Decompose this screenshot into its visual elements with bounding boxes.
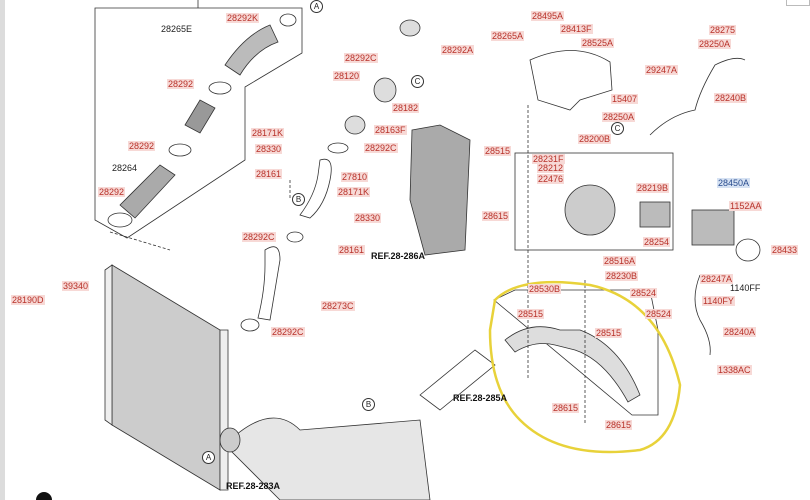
clamp bbox=[208, 81, 232, 95]
pipe-27810 bbox=[299, 158, 332, 219]
part-label[interactable]: 28330 bbox=[354, 213, 382, 223]
clamp bbox=[107, 212, 133, 228]
part-label[interactable]: 28247A bbox=[700, 274, 734, 284]
part-label[interactable]: 28413F bbox=[560, 24, 593, 34]
part-label[interactable]: 28292C bbox=[364, 143, 398, 153]
part-label[interactable]: 28515 bbox=[595, 328, 623, 338]
part-label: 1140FF bbox=[730, 283, 761, 293]
marker-b: B bbox=[362, 398, 375, 411]
logo-icon bbox=[36, 492, 52, 500]
heat-shield bbox=[529, 50, 613, 111]
charge-hose bbox=[257, 246, 281, 321]
intake-hose-upper bbox=[224, 24, 279, 76]
part-label[interactable]: 22476 bbox=[537, 174, 565, 184]
part-label[interactable]: 28515 bbox=[517, 309, 545, 319]
part-label[interactable]: 28292C bbox=[344, 53, 378, 63]
part-label[interactable]: 28250A bbox=[602, 112, 636, 122]
marker-c: C bbox=[411, 75, 424, 88]
turbo-group-frame bbox=[514, 152, 674, 251]
part-label[interactable]: 28219B bbox=[636, 183, 670, 193]
part-label[interactable]: 39340 bbox=[62, 281, 90, 291]
part-label[interactable]: 15407 bbox=[611, 94, 639, 104]
part-label[interactable]: 28163F bbox=[374, 125, 407, 135]
part-label[interactable]: 28200B bbox=[578, 134, 612, 144]
part-label[interactable]: 28171K bbox=[337, 187, 371, 197]
part-label[interactable]: 28254 bbox=[643, 237, 671, 247]
part-label: 28264 bbox=[112, 163, 138, 173]
part-label[interactable]: 28171K bbox=[251, 128, 285, 138]
marker-a: A bbox=[310, 0, 323, 13]
part-label[interactable]: 28292C bbox=[271, 327, 305, 337]
part-label: 28265E bbox=[161, 24, 193, 34]
hose-group-frame bbox=[94, 7, 303, 239]
window-edge bbox=[0, 0, 5, 500]
ref-label[interactable]: REF.28-286A bbox=[371, 251, 426, 261]
intake-manifold bbox=[224, 417, 431, 500]
part-label[interactable]: 28292 bbox=[128, 141, 156, 151]
part-label[interactable]: 27810 bbox=[341, 172, 369, 182]
part-label[interactable]: 28530B bbox=[528, 284, 562, 294]
turbocharger bbox=[564, 184, 616, 236]
part-label[interactable]: 28450A bbox=[717, 178, 751, 188]
part-label[interactable]: 1152AA bbox=[729, 201, 763, 211]
part-label[interactable]: 28240A bbox=[723, 327, 757, 337]
part-label[interactable]: 28525A bbox=[581, 38, 615, 48]
part-label[interactable]: 28515 bbox=[484, 146, 512, 156]
part-label[interactable]: 1140FY bbox=[702, 296, 735, 306]
part-label[interactable]: 28516A bbox=[603, 256, 637, 266]
part-label[interactable]: 28524 bbox=[645, 309, 673, 319]
part-label[interactable]: 28292K bbox=[226, 13, 260, 23]
part-label[interactable]: 28292 bbox=[167, 79, 195, 89]
part-label[interactable]: 28273C bbox=[321, 301, 355, 311]
part-label[interactable]: 28161 bbox=[255, 169, 283, 179]
part-label[interactable]: 28250A bbox=[698, 39, 732, 49]
ref-label[interactable]: REF.28-283A bbox=[226, 481, 281, 491]
marker-c: C bbox=[611, 122, 624, 135]
clamp bbox=[279, 13, 297, 27]
part-label[interactable]: 29247A bbox=[645, 65, 679, 75]
part-label[interactable]: 28120 bbox=[333, 71, 361, 81]
intake-pipe-middle bbox=[184, 99, 216, 134]
part-label[interactable]: 28615 bbox=[552, 403, 580, 413]
part-label[interactable]: 28240B bbox=[714, 93, 748, 103]
part-label[interactable]: 28433 bbox=[771, 245, 799, 255]
marker-a: A bbox=[202, 451, 215, 464]
egr-pipe bbox=[504, 326, 641, 403]
oil-feed-pipe bbox=[649, 57, 746, 136]
part-label[interactable]: 28292C bbox=[242, 232, 276, 242]
exhaust-manifold bbox=[419, 349, 496, 411]
part-label[interactable]: 28231F bbox=[532, 154, 565, 164]
highlight-annotation bbox=[488, 280, 682, 454]
intake-hose-lower bbox=[119, 164, 176, 219]
ref-label[interactable]: REF.28-285A bbox=[453, 393, 508, 403]
part-label[interactable]: 28190D bbox=[11, 295, 45, 305]
part-label[interactable]: 1338AC bbox=[717, 365, 752, 375]
part-label[interactable]: 28615 bbox=[482, 211, 510, 221]
catalytic-converter bbox=[409, 124, 471, 256]
part-label[interactable]: 28182 bbox=[392, 103, 420, 113]
part-label[interactable]: 28495A bbox=[531, 11, 565, 21]
part-label[interactable]: 28265A bbox=[491, 31, 525, 41]
part-label[interactable]: 28230B bbox=[605, 271, 639, 281]
part-label[interactable]: 28524 bbox=[630, 288, 658, 298]
part-label[interactable]: 28292 bbox=[98, 187, 126, 197]
part-label[interactable]: 28161 bbox=[338, 245, 366, 255]
part-label[interactable]: 28615 bbox=[605, 420, 633, 430]
clamp bbox=[168, 143, 192, 157]
marker-b: B bbox=[292, 193, 305, 206]
part-label[interactable]: 28292A bbox=[441, 45, 475, 55]
vacuum-actuator bbox=[691, 209, 735, 246]
part-label[interactable]: 28212 bbox=[537, 163, 565, 173]
part-label[interactable]: 28330 bbox=[255, 144, 283, 154]
actuator bbox=[639, 201, 671, 228]
part-label[interactable]: 28275 bbox=[709, 25, 737, 35]
